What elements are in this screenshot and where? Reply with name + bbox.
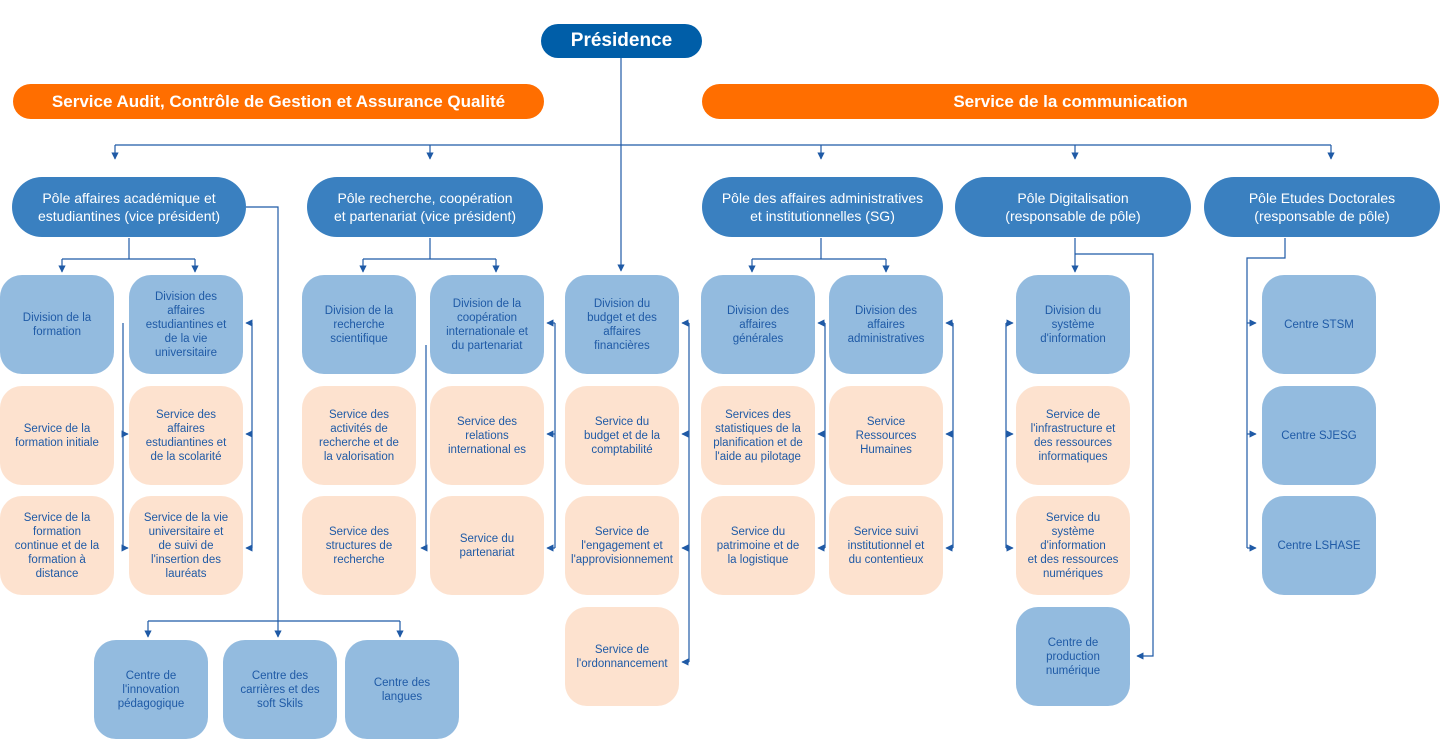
division-budget: Division du budget et des affaires finan… bbox=[565, 275, 679, 374]
service-partenariat: Service du partenariat bbox=[430, 496, 544, 595]
division-recherche-scientifique: Division de la recherche scientifique bbox=[302, 275, 416, 374]
service-patrimoine: Service du patrimoine et de la logistiqu… bbox=[701, 496, 815, 595]
pole-etudes-doctorales: Pôle Etudes Doctorales (responsable de p… bbox=[1204, 177, 1440, 237]
service-formation-initiale: Service de la formation initiale bbox=[0, 386, 114, 485]
division-affaires-administratives: Division des affaires administratives bbox=[829, 275, 943, 374]
service-ordonnancement: Service de l'ordonnancement bbox=[565, 607, 679, 706]
communication-service-box: Service de la communication bbox=[702, 84, 1439, 119]
service-structures-recherche: Service des structures de recherche bbox=[302, 496, 416, 595]
service-engagement: Service de l'engagement et l'approvision… bbox=[565, 496, 679, 595]
centre-stsm: Centre STSM bbox=[1262, 275, 1376, 374]
centre-production-numerique: Centre de production numérique bbox=[1016, 607, 1130, 706]
service-relations-internationales: Service des relations international es bbox=[430, 386, 544, 485]
pole-academique: Pôle affaires académique et estudiantine… bbox=[12, 177, 246, 237]
division-systeme-information: Division du système d'information bbox=[1016, 275, 1130, 374]
service-ressources-humaines: Service Ressources Humaines bbox=[829, 386, 943, 485]
service-systeme-information: Service du système d'information et des … bbox=[1016, 496, 1130, 595]
division-cooperation: Division de la coopération international… bbox=[430, 275, 544, 374]
centre-innovation-pedagogique: Centre de l'innovation pédagogique bbox=[94, 640, 208, 739]
centre-sjesg: Centre SJESG bbox=[1262, 386, 1376, 485]
division-affaires-estudiantines: Division des affaires estudiantines et d… bbox=[129, 275, 243, 374]
division-affaires-generales: Division des affaires générales bbox=[701, 275, 815, 374]
audit-service-box: Service Audit, Contrôle de Gestion et As… bbox=[13, 84, 544, 119]
centre-langues: Centre des langues bbox=[345, 640, 459, 739]
service-formation-continue: Service de la formation continue et de l… bbox=[0, 496, 114, 595]
service-infrastructure: Service de l'infrastructure et des resso… bbox=[1016, 386, 1130, 485]
service-activites-recherche: Service des activités de recherche et de… bbox=[302, 386, 416, 485]
service-scolarite: Service des affaires estudiantines et de… bbox=[129, 386, 243, 485]
pole-recherche: Pôle recherche, coopération et partenari… bbox=[307, 177, 543, 237]
service-budget-comptabilite: Service du budget et de la comptabilité bbox=[565, 386, 679, 485]
presidence-box: Présidence bbox=[541, 24, 702, 58]
service-contentieux: Service suivi institutionnel et du conte… bbox=[829, 496, 943, 595]
division-formation: Division de la formation bbox=[0, 275, 114, 374]
pole-digitalisation: Pôle Digitalisation (responsable de pôle… bbox=[955, 177, 1191, 237]
service-statistiques: Services des statistiques de la planific… bbox=[701, 386, 815, 485]
pole-administratif: Pôle des affaires administratives et ins… bbox=[702, 177, 943, 237]
centre-lshase: Centre LSHASE bbox=[1262, 496, 1376, 595]
centre-carrieres: Centre des carrières et des soft Skils bbox=[223, 640, 337, 739]
service-vie-universitaire: Service de la vie universitaire et de su… bbox=[129, 496, 243, 595]
